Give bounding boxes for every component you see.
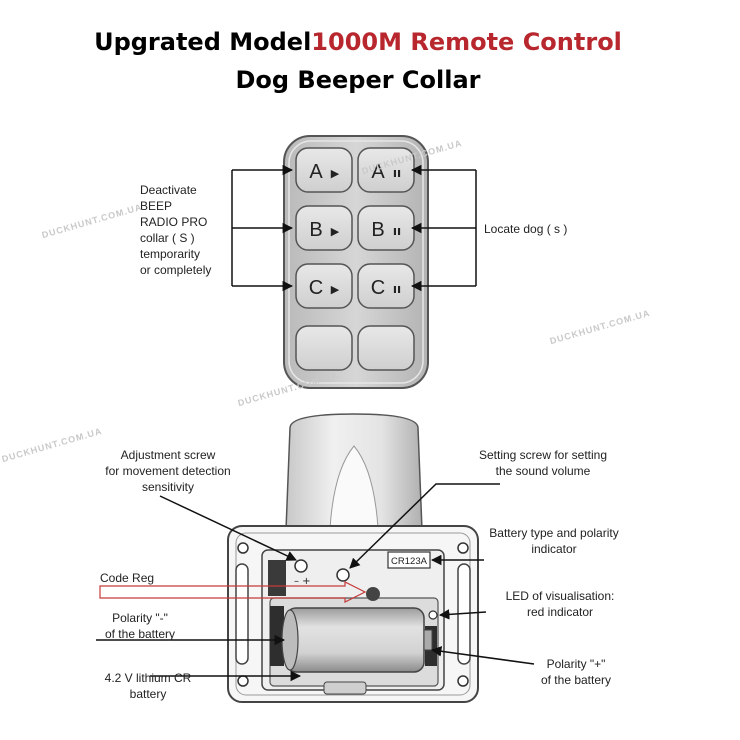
remote-button-letter: B <box>371 219 384 241</box>
volume-screw <box>336 568 350 582</box>
remote-button-c-play[interactable]: C▶ <box>295 263 353 309</box>
remote-right-label: Locate dog ( s ) <box>484 222 568 236</box>
remote-left-bracket <box>231 164 294 292</box>
code-reg-button <box>366 587 380 601</box>
remote-button-blank-left[interactable] <box>295 325 353 371</box>
remote-button-b-play[interactable]: B▶ <box>295 205 353 251</box>
remote-button-letter: C <box>309 277 323 299</box>
title-model: Upgrated Model <box>94 28 312 56</box>
collar-pointers <box>96 483 535 682</box>
collar-device: – + CR123A <box>99 413 479 703</box>
remote-button-blank-right[interactable] <box>357 325 415 371</box>
remote-button-letter: A <box>309 161 323 183</box>
remote-button-letter: A <box>371 161 385 183</box>
remote-right-bracket <box>410 164 477 292</box>
adjustment-screw <box>294 559 308 573</box>
title-line-2: Dog Beeper Collar <box>235 66 481 94</box>
play-icon: ▶ <box>331 167 340 180</box>
label-battery-type: Battery type and polarity indicator <box>489 526 619 556</box>
battery-type-text: CR123A <box>391 556 428 567</box>
label-polarity-minus: Polarity "-" of the battery <box>104 611 176 641</box>
remote-left-label: Deactivate BEEP RADIO PRO collar ( S ) t… <box>140 183 212 277</box>
title-line-1: Upgrated Model1000M Remote Control <box>0 28 728 56</box>
play-icon: ▶ <box>331 283 340 296</box>
label-polarity-plus: Polarity "+" of the battery <box>540 657 612 687</box>
battery <box>281 607 433 673</box>
code-reg-arrow <box>99 581 367 603</box>
svg-text:– +: – + <box>294 576 311 587</box>
led-indicator <box>428 610 438 620</box>
label-code-reg: Code Reg <box>100 571 155 585</box>
battery-type-box <box>387 551 431 569</box>
label-lithium-battery: 4.2 V lithium CR battery <box>104 671 192 701</box>
play-icon: ▶ <box>331 225 340 238</box>
pause-icon: ıı <box>393 224 401 238</box>
pause-icon: ıı <box>393 282 401 296</box>
remote-button-letter: C <box>371 277 385 299</box>
label-led: LED of visualisation: red indicator <box>505 589 615 619</box>
label-adjustment-screw: Adjustment screw for movement detection … <box>105 448 231 494</box>
remote-button-a-play[interactable]: A▶ <box>295 147 353 193</box>
label-setting-screw: Setting screw for setting the sound volu… <box>478 448 608 478</box>
pause-icon: ıı <box>393 166 401 180</box>
remote-button-letter: B <box>309 219 322 241</box>
title-product: 1000M Remote Control <box>311 28 622 56</box>
